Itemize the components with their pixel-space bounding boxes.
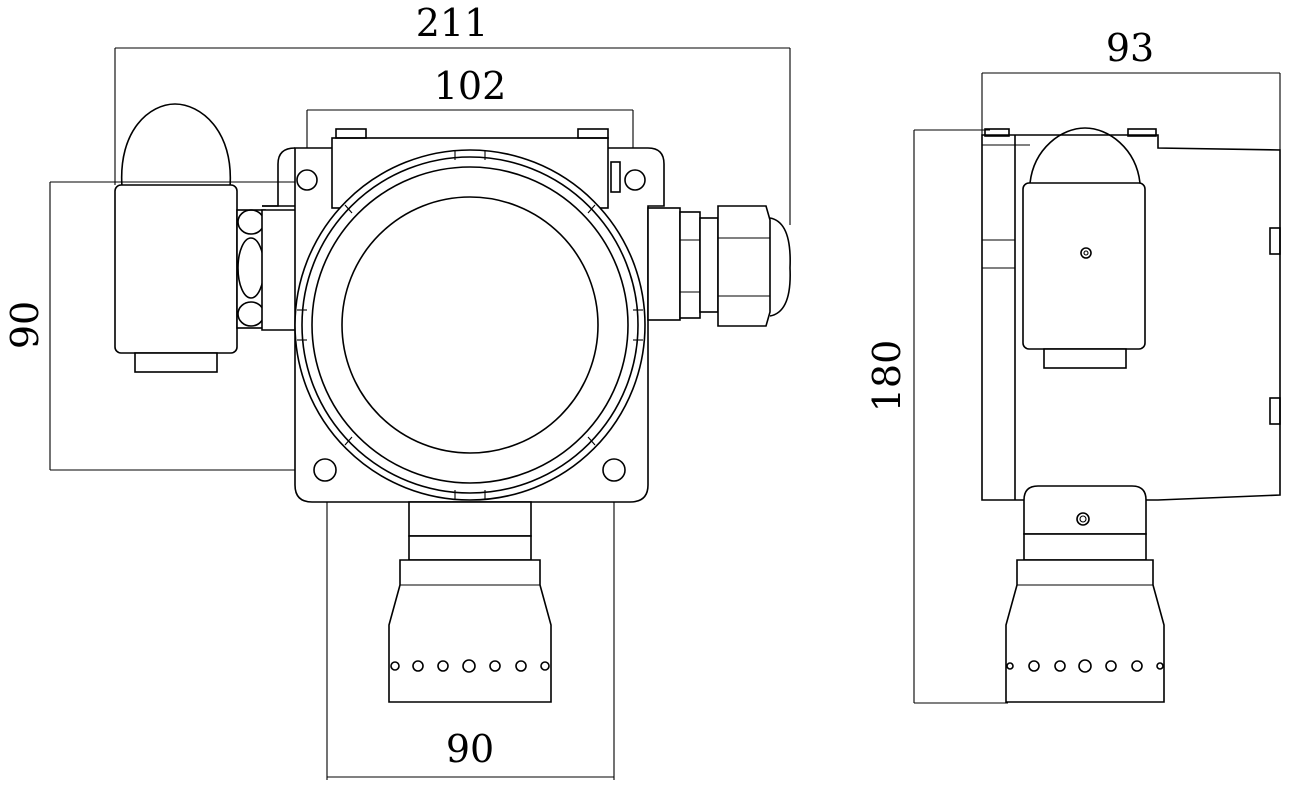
cable-gland [647,205,791,327]
dimension-left-height: 90 [3,181,325,471]
dimension-overall-height: 180 [865,129,1008,704]
dimension-overall-width: 211 [114,1,791,225]
alarm-lamp [114,103,266,373]
dim-label-top-width: 102 [434,64,507,108]
dim-label-overall-height: 180 [865,340,909,413]
dimension-bottom-width: 90 [326,470,615,780]
dimension-depth: 93 [981,26,1281,150]
side-sensor-head [1005,485,1165,703]
dim-label-overall-width: 211 [416,1,489,45]
dim-label-bottom-width: 90 [446,727,494,771]
dim-label-depth: 93 [1106,26,1154,70]
dim-label-left-height: 90 [3,301,47,349]
side-view: 93 180 [865,26,1281,704]
side-alarm-lamp [1022,127,1146,369]
dimension-top-width: 102 [306,64,634,180]
main-housing [261,128,665,503]
front-view: 211 102 90 90 [3,1,791,780]
sensor-head [388,501,552,703]
